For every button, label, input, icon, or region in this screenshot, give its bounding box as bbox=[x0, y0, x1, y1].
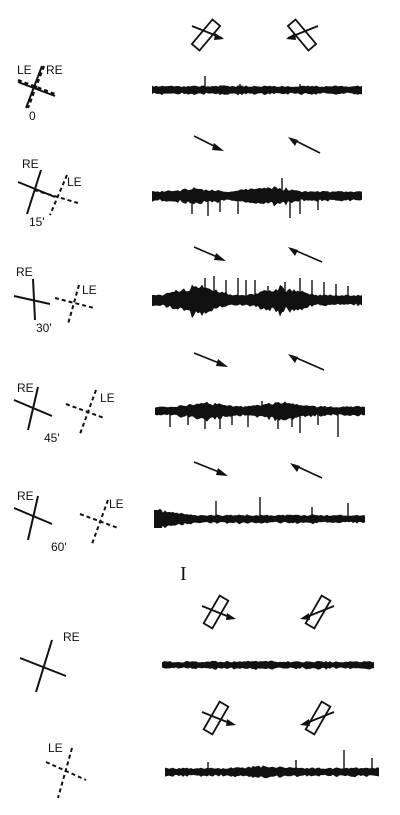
motion-arrow-icon bbox=[193, 135, 224, 151]
trace-band bbox=[152, 284, 362, 319]
dashed-cross-icon bbox=[79, 499, 119, 545]
bar-stimulus-icon bbox=[300, 594, 335, 630]
disparity-label: 0 bbox=[29, 109, 36, 123]
eye-label-b: RE bbox=[46, 63, 63, 77]
motion-arrow-icon bbox=[193, 461, 228, 476]
bar-stimulus-icon bbox=[286, 18, 319, 52]
solid-cross-icon bbox=[17, 169, 56, 215]
solid-cross-icon bbox=[17, 65, 56, 109]
trace-band bbox=[155, 401, 365, 422]
spike-trace bbox=[162, 660, 374, 671]
bar-stimulus-icon bbox=[190, 18, 224, 52]
row-monocular-le: LE bbox=[45, 700, 379, 799]
spike-trace bbox=[152, 76, 362, 96]
trace-band bbox=[152, 85, 362, 96]
motion-arrow-icon bbox=[193, 246, 226, 261]
spike-trace bbox=[152, 276, 362, 319]
eye-label: RE bbox=[63, 630, 80, 644]
motion-arrow-icon bbox=[288, 354, 325, 371]
solid-cross-icon bbox=[13, 386, 53, 431]
dashed-cross-icon bbox=[17, 65, 56, 109]
disparity-label: 15' bbox=[29, 215, 45, 229]
bar-stimulus-icon bbox=[201, 700, 236, 736]
row-30: RE LE 30' bbox=[13, 246, 362, 335]
solid-cross-icon bbox=[13, 495, 53, 541]
disparity-label: 45' bbox=[44, 431, 60, 445]
eye-label: LE bbox=[48, 741, 63, 755]
eye-label-a: RE bbox=[16, 265, 33, 279]
spike-trace bbox=[152, 178, 362, 218]
eye-label-b: LE bbox=[100, 391, 115, 405]
eye-label-a: RE bbox=[17, 381, 34, 395]
spike-trace bbox=[155, 497, 365, 529]
scale-bar-label: I bbox=[180, 563, 187, 585]
row-0: LE RE 0 bbox=[17, 18, 362, 123]
solid-cross-icon bbox=[13, 278, 51, 321]
dashed-cross-icon bbox=[45, 747, 87, 799]
row-45: RE LE 45' bbox=[13, 352, 365, 445]
eye-label-b: LE bbox=[67, 175, 82, 189]
trace-band bbox=[165, 765, 379, 779]
row-60: RE LE 60' bbox=[13, 461, 365, 554]
motion-arrow-icon bbox=[290, 463, 323, 479]
solid-cross-icon bbox=[19, 639, 67, 693]
motion-arrow-icon bbox=[288, 247, 323, 263]
eye-label-a: LE bbox=[17, 63, 32, 77]
eye-label-b: LE bbox=[109, 497, 124, 511]
eye-label-a: RE bbox=[17, 489, 34, 503]
spike-trace bbox=[155, 401, 365, 437]
trace-band bbox=[162, 660, 374, 671]
eye-label-b: LE bbox=[82, 283, 97, 297]
spike-trace bbox=[165, 750, 379, 779]
trace-band bbox=[152, 186, 362, 207]
dashed-cross-icon bbox=[33, 174, 79, 216]
row-15: RE LE 15' bbox=[17, 135, 362, 229]
dashed-cross-icon bbox=[65, 389, 105, 435]
bar-stimulus-icon bbox=[300, 700, 335, 736]
motion-arrow-icon bbox=[193, 352, 228, 367]
disparity-label: 60' bbox=[51, 540, 67, 554]
motion-arrow-icon bbox=[288, 137, 321, 154]
disparity-label: 30' bbox=[36, 321, 52, 335]
eye-label-a: RE bbox=[22, 157, 39, 171]
trace-onset-block bbox=[154, 510, 162, 528]
bar-stimulus-icon bbox=[201, 594, 236, 630]
row-monocular-re: RE bbox=[19, 594, 374, 693]
